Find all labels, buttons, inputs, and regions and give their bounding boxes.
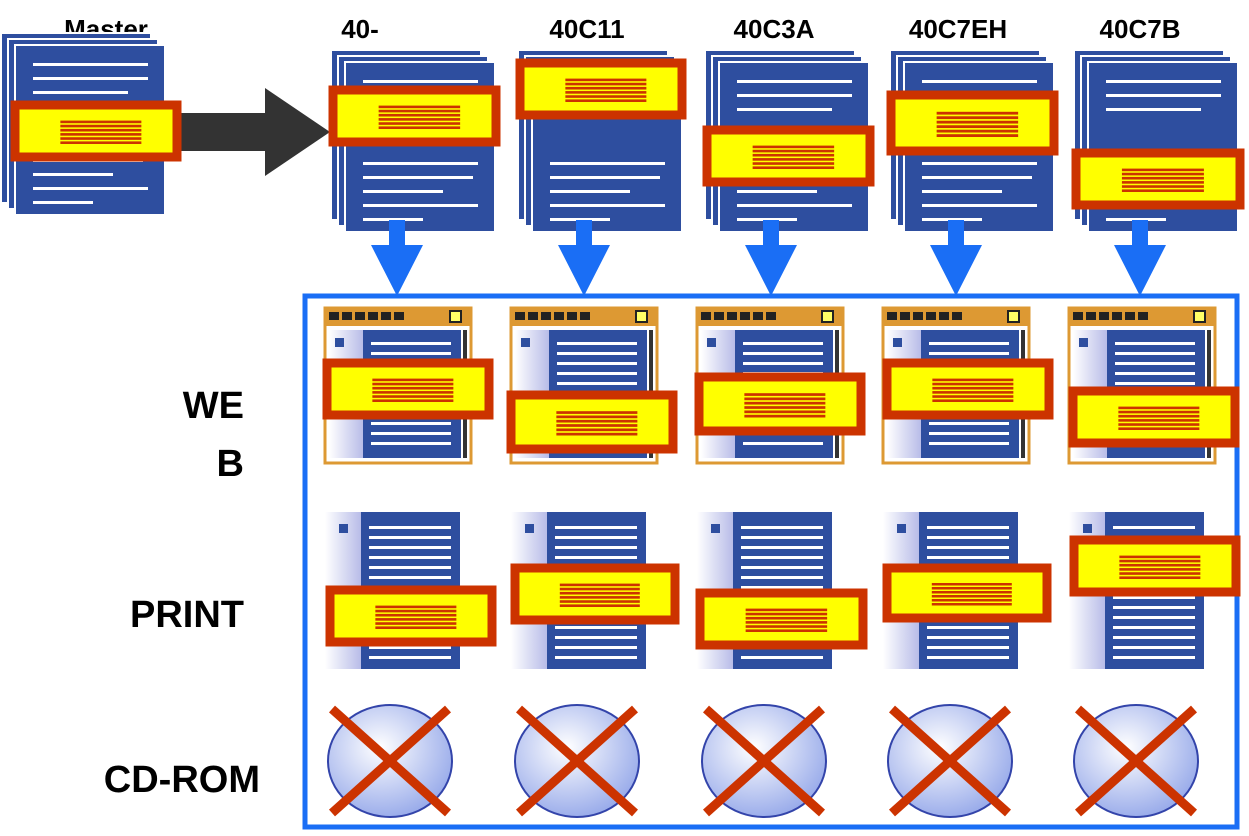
version-column-4 [881, 49, 1059, 818]
version-3-down-arrow-icon [745, 220, 797, 296]
version-3-print-highlight [695, 588, 868, 650]
version-3-document-highlight [702, 125, 875, 187]
version-5-down-arrow-icon [1114, 220, 1166, 296]
print-row-label: PRINT [130, 594, 244, 636]
version-3-crossed-out-cd-icon [701, 704, 827, 818]
version-2-crossed-out-cd-icon [514, 704, 640, 818]
master-highlight [10, 100, 182, 162]
version-2-web-highlight [506, 390, 678, 454]
version-4-down-arrow-icon [930, 220, 982, 296]
version-4-crossed-out-cd-icon [887, 704, 1013, 818]
cdrom-row-label: CD-ROM [104, 759, 260, 801]
version-1-crossed-out-cd-icon [327, 704, 453, 818]
version-1-print-highlight [325, 585, 497, 647]
version-column-3 [694, 49, 875, 818]
version-5-web-highlight [1068, 386, 1240, 448]
version-2-print-highlight [510, 563, 680, 625]
version-5-document-highlight [1071, 148, 1245, 210]
version-label-2: 40C11 [549, 14, 624, 44]
web-row-label-line1: WE [183, 385, 244, 427]
version-4-web-highlight [882, 358, 1054, 420]
version-3-web-highlight [694, 372, 866, 436]
version-column-5 [1067, 49, 1245, 818]
version-2-down-arrow-icon [558, 220, 610, 296]
version-label-1: 40- [341, 14, 379, 44]
version-2-document-highlight [515, 58, 687, 120]
version-column-1 [322, 49, 501, 818]
version-label-3: 40C3A [734, 14, 815, 44]
version-1-document-highlight [328, 85, 501, 147]
version-label-5: 40C7B [1100, 14, 1181, 44]
version-1-down-arrow-icon [371, 220, 423, 296]
version-columns [322, 49, 1245, 818]
version-label-4: 40C7EH [909, 14, 1007, 44]
version-column-2 [506, 49, 687, 818]
version-5-print-highlight [1069, 535, 1241, 597]
version-5-crossed-out-cd-icon [1073, 704, 1199, 818]
version-4-document-highlight [886, 90, 1059, 156]
master-arrow-icon [180, 88, 330, 176]
web-row-label-line2: B [217, 443, 244, 485]
version-4-print-highlight [882, 563, 1052, 623]
version-1-web-highlight [322, 358, 494, 420]
